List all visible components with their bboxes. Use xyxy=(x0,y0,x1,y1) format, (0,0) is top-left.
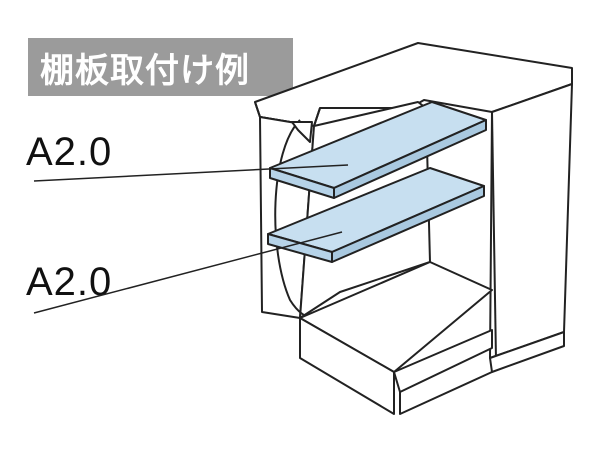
cabinet-right-base xyxy=(489,331,565,373)
upper-shelf-side xyxy=(333,119,487,199)
lower-shelf-side xyxy=(331,185,485,263)
title-banner: 棚板取付け例 xyxy=(28,38,293,96)
title-text: 棚板取付け例 xyxy=(40,50,250,91)
cabinet-partition xyxy=(491,111,497,361)
cabinet-plinth xyxy=(299,317,395,415)
lower-shelf xyxy=(267,167,485,263)
cabinet-bracket xyxy=(291,121,313,143)
callout-label-top: A2.0 xyxy=(26,130,113,174)
leader-line-top xyxy=(33,164,349,182)
leader-line-bottom xyxy=(33,231,343,314)
cabinet-right-panel xyxy=(489,83,573,359)
callout-label-bottom: A2.0 xyxy=(26,260,113,304)
cabinet-door-rail xyxy=(393,329,493,393)
cabinet-door-rail-front xyxy=(399,371,493,415)
